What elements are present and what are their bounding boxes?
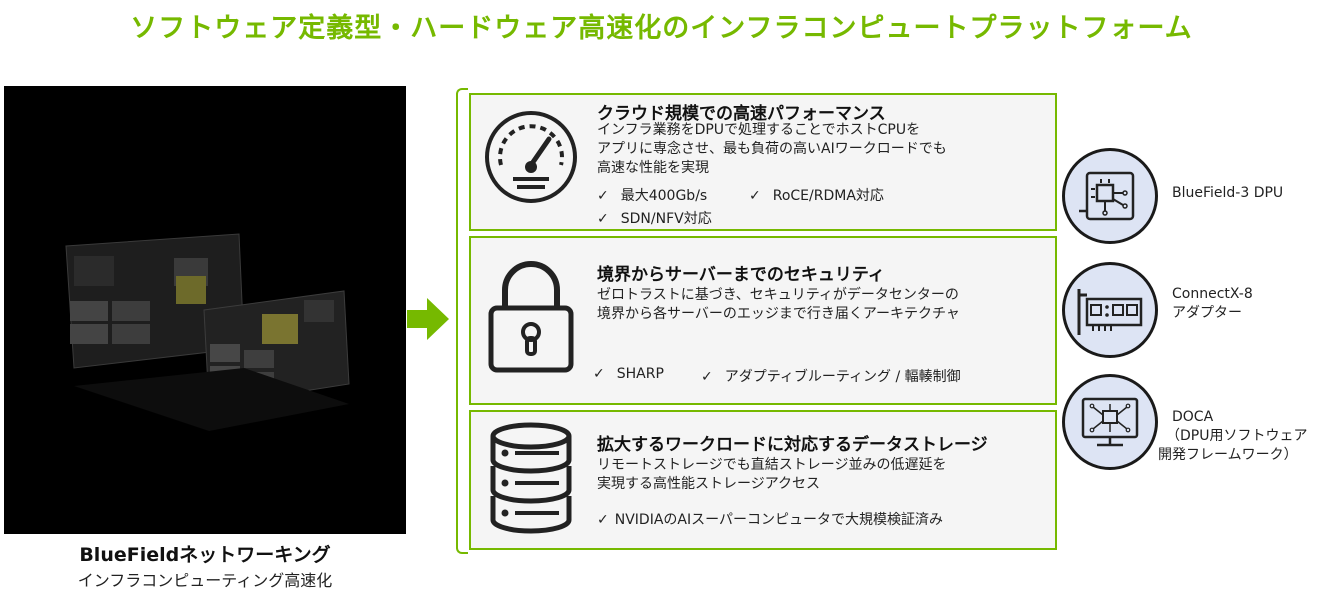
network-card-icon (1062, 262, 1158, 358)
check-icon: ✓ (749, 188, 761, 204)
check-item: ✓最大400Gb/s (597, 188, 708, 204)
description-line: インフラ業務をDPUで処理することでホストCPUを (597, 122, 921, 138)
check-icon: ✓ (597, 188, 609, 204)
check-icon: ✓ (597, 211, 609, 227)
component-label: DOCA （DPU用ソフトウェア 開発フレームワーク） (1158, 409, 1308, 463)
right-arrow-icon (407, 296, 451, 346)
feature-title: 拡大するワークロードに対応するデータストレージ (597, 435, 988, 455)
speedometer-icon (483, 109, 579, 209)
check-icon: ✓ (593, 366, 605, 382)
feature-title: クラウド規模での高速パフォーマンス (597, 104, 886, 124)
check-item: ✓NVIDIAのAIスーパーコンピュータで大規模検証済み (597, 512, 943, 528)
feature-card-security: 境界からサーバーまでのセキュリティ ゼロトラストに基づき、セキュリティがデータセ… (469, 236, 1057, 405)
product-photo (4, 86, 406, 534)
feature-bracket (456, 88, 468, 554)
product-name: BlueFieldネットワーキング (79, 544, 331, 566)
description-line: 高速な性能を実現 (597, 160, 709, 176)
description-line: リモートストレージでも直結ストレージ並みの低遅延を (597, 457, 947, 473)
check-item: ✓SHARP (593, 366, 664, 382)
bluefield-cards-image (4, 86, 406, 534)
feature-description: ゼロトラストに基づき、セキュリティがデータセンターの 境界から各サーバーのエッジ… (597, 286, 960, 324)
description-line: 実現する高性能ストレージアクセス (597, 476, 821, 492)
feature-card-performance: クラウド規模での高速パフォーマンス インフラ業務をDPUで処理することでホストC… (469, 93, 1057, 231)
check-item: ✓アダプティブルーティング / 輻輳制御 (701, 369, 961, 385)
feature-card-storage: 拡大するワークロードに対応するデータストレージ リモートストレージでも直結ストレ… (469, 410, 1057, 550)
check-icon: ✓ (597, 512, 609, 528)
padlock-icon (483, 258, 579, 382)
check-icon: ✓ (701, 369, 713, 385)
monitor-circuit-icon (1062, 374, 1158, 470)
database-icon (483, 420, 579, 546)
check-item: ✓RoCE/RDMA対応 (749, 188, 884, 204)
product-subtitle: インフラコンピューティング高速化 (77, 571, 333, 590)
check-item: ✓SDN/NFV対応 (597, 211, 712, 227)
component-label: BlueField-3 DPU (1172, 185, 1284, 201)
feature-description: インフラ業務をDPUで処理することでホストCPUを アプリに専念させ、最も負荷の… (597, 121, 947, 178)
description-line: 境界から各サーバーのエッジまで行き届くアーキテクチャ (597, 306, 960, 322)
page-title: ソフトウェア定義型・ハードウェア高速化のインフラコンピュートプラットフォーム (130, 13, 1193, 44)
description-line: アプリに専念させ、最も負荷の高いAIワークロードでも (597, 141, 947, 157)
chip-board-icon (1062, 148, 1158, 244)
feature-title: 境界からサーバーまでのセキュリティ (597, 265, 885, 285)
description-line: ゼロトラストに基づき、セキュリティがデータセンターの (597, 287, 959, 303)
feature-description: リモートストレージでも直結ストレージ並みの低遅延を 実現する高性能ストレージアク… (597, 456, 946, 494)
component-label: ConnectX-8 アダプター (1172, 286, 1253, 321)
